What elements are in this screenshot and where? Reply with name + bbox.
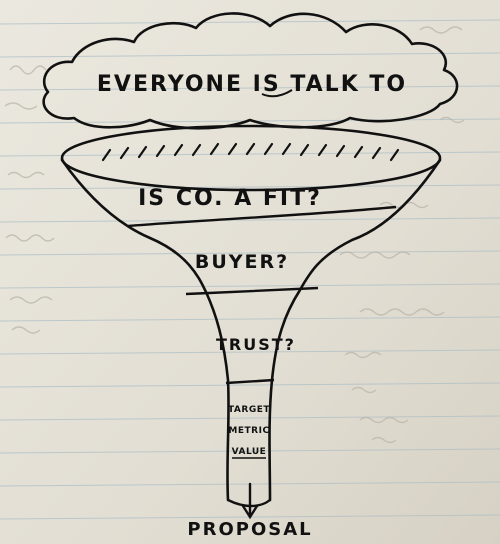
stage-label-buyer: BUYER? [195, 251, 289, 273]
funnel-rim [60, 124, 442, 192]
rim-ticks [101, 142, 400, 162]
cloud-label-underline [261, 89, 293, 98]
divider-buyer-trust [185, 286, 319, 296]
stage-label-target: TARGET [228, 405, 270, 415]
cloud-label: EVERYONE IS TALK TO [97, 72, 407, 97]
stage-label-fit: IS CO. A FIT? [138, 186, 322, 211]
output-arrow-icon [241, 482, 259, 520]
show-through-scribbles [4, 26, 465, 444]
divider-trust-target [225, 378, 275, 385]
funnel-bottom [227, 498, 271, 508]
output-label: PROPOSAL [187, 519, 312, 540]
stage-label-metric: METRIC [228, 426, 269, 436]
divider-fit-buyer [127, 205, 397, 228]
cloud-shape [42, 12, 459, 130]
stage-label-trust: TRUST? [216, 335, 296, 354]
stage-label-value: VALUE [232, 447, 267, 457]
